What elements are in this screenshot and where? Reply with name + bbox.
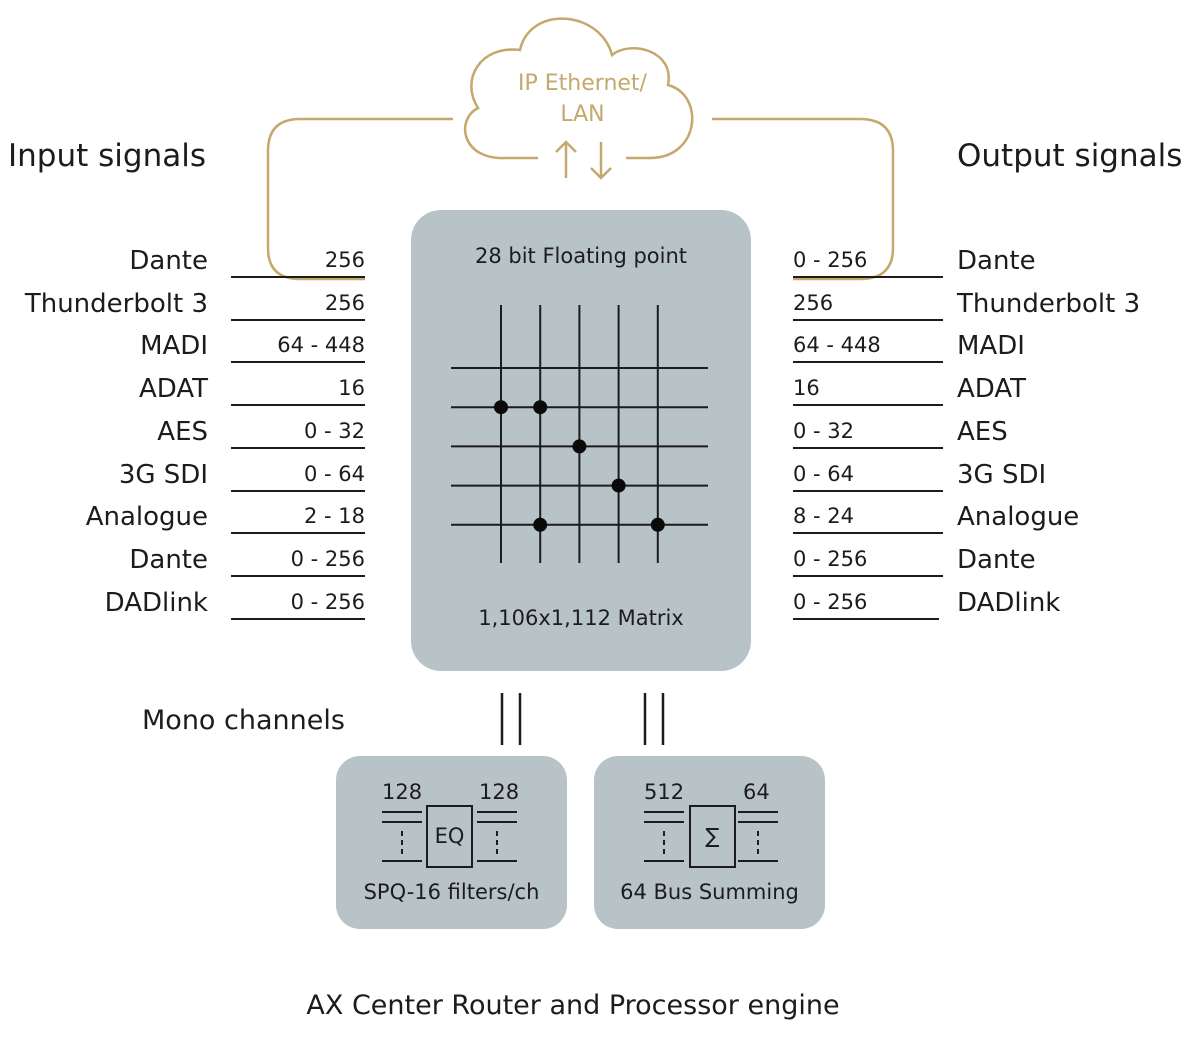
matrix-panel: 28 bit Floating point 1,106x1,112 Matrix xyxy=(411,210,751,671)
down-arrow-icon xyxy=(590,142,612,180)
input-signal-name: AES xyxy=(157,416,208,447)
eq-output-count: 128 xyxy=(479,780,520,804)
output-signal-name: AES xyxy=(957,416,1008,447)
eq-input-count: 128 xyxy=(382,780,423,804)
matrix-crosspoint xyxy=(533,517,548,532)
input-signals-heading: Input signals xyxy=(8,138,206,174)
output-signal-name: Analogue xyxy=(957,502,1080,533)
input-channel-count: 64 - 448 xyxy=(231,333,365,364)
matrix-crosspoint xyxy=(494,400,508,415)
output-signal-name: 3G SDI xyxy=(957,459,1047,490)
input-channel-count: 256 xyxy=(231,248,365,278)
input-channel-count: 2 - 18 xyxy=(231,504,365,535)
output-signal-name: DADlink xyxy=(957,587,1061,618)
network-label-line2: LAN xyxy=(560,102,605,127)
matrix-crosspoint xyxy=(533,400,548,415)
input-channel-count: 0 - 32 xyxy=(231,419,365,449)
output-channel-count: 0 - 64 xyxy=(793,462,943,492)
output-signal-name: MADI xyxy=(957,331,1025,362)
matrix-size-label: 1,106x1,112 Matrix xyxy=(478,606,684,630)
output-channel-count: 16 xyxy=(793,376,943,407)
input-channel-count: 0 - 256 xyxy=(231,590,365,620)
eq-panel: 128 128 EQ SPQ-16 filters/ch xyxy=(336,756,567,929)
sum-input-count: 512 xyxy=(644,780,685,804)
mono-channel-connector-sum xyxy=(643,693,665,745)
output-channel-count: 64 - 448 xyxy=(793,333,943,364)
sum-signal-lines xyxy=(644,805,778,868)
network-label-line1: IP Ethernet/ xyxy=(518,71,647,96)
crosspoint-matrix xyxy=(451,305,708,563)
output-channel-count: 0 - 256 xyxy=(793,248,943,278)
output-signal-name: Thunderbolt 3 xyxy=(957,288,1141,319)
input-signal-name: MADI xyxy=(140,331,208,362)
output-signal-name: Dante xyxy=(957,246,1036,276)
input-channel-count: 256 xyxy=(231,291,365,321)
eq-signal-lines xyxy=(382,805,517,868)
output-channel-count: 0 - 256 xyxy=(793,547,943,577)
matrix-bit-depth-label: 28 bit Floating point xyxy=(474,244,688,268)
input-signal-name: Analogue xyxy=(85,502,208,533)
input-signal-name: 3G SDI xyxy=(118,459,208,490)
output-channel-count: 256 xyxy=(793,291,943,321)
eq-caption: SPQ-16 filters/ch xyxy=(363,880,540,904)
eq-symbol: EQ xyxy=(434,824,465,848)
output-channel-count: 8 - 24 xyxy=(793,504,943,535)
mono-channels-label: Mono channels xyxy=(142,705,345,736)
output-signal-name: Dante xyxy=(957,544,1036,575)
output-channel-count: 0 - 256 xyxy=(793,590,939,620)
input-signal-name: DADlink xyxy=(104,587,208,618)
sigma-icon: ∑ xyxy=(705,824,720,848)
input-channel-count: 0 - 256 xyxy=(231,547,365,577)
input-channel-count: 0 - 64 xyxy=(231,462,365,492)
matrix-crosspoint xyxy=(572,439,587,454)
sum-caption: 64 Bus Summing xyxy=(620,880,799,904)
network-label: IP Ethernet/ LAN xyxy=(500,68,665,130)
output-signal-name: ADAT xyxy=(957,374,1026,405)
matrix-crosspoint xyxy=(650,517,665,532)
matrix-crosspoint xyxy=(611,478,626,493)
input-signal-name: Dante xyxy=(129,544,208,575)
output-signals-heading: Output signals xyxy=(957,138,1183,174)
output-channel-count: 0 - 32 xyxy=(793,419,943,449)
sum-output-count: 64 xyxy=(743,780,770,804)
mono-channel-connector-eq xyxy=(500,693,522,745)
input-signal-name: Thunderbolt 3 xyxy=(24,288,208,319)
input-channel-count: 16 xyxy=(231,376,365,407)
summing-panel: 512 64 ∑ 64 Bus Summing xyxy=(594,756,825,929)
cloud-icon xyxy=(463,17,694,160)
diagram-title: AX Center Router and Processor engine xyxy=(306,990,840,1021)
input-signal-name: Dante xyxy=(129,246,208,276)
up-arrow-icon xyxy=(555,140,577,178)
input-signal-name: ADAT xyxy=(139,374,208,405)
